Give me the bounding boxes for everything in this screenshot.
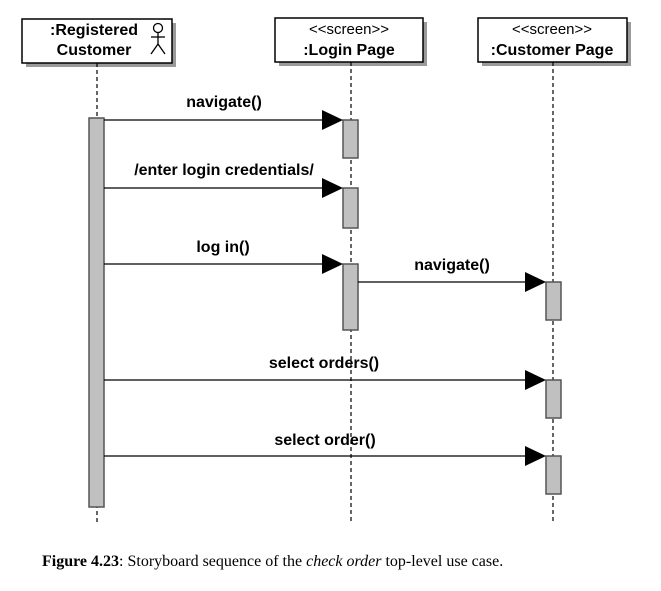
message-navigate-customer-page: navigate() bbox=[358, 257, 546, 292]
arrowhead-icon bbox=[525, 272, 546, 292]
message-navigate-login: navigate() bbox=[104, 94, 343, 130]
arrowhead-icon bbox=[322, 254, 343, 274]
message-label: select orders() bbox=[269, 355, 379, 372]
actor-icon bbox=[150, 22, 166, 55]
message-label: navigate() bbox=[186, 94, 262, 111]
login-page-stereotype: <<screen>> bbox=[309, 21, 389, 38]
participant-customer-line1: :Registered bbox=[50, 22, 138, 39]
customer-page-stereotype: <<screen>> bbox=[512, 21, 592, 38]
message-label: navigate() bbox=[414, 257, 490, 274]
arrowhead-icon bbox=[322, 110, 343, 130]
arrowhead-icon bbox=[525, 446, 546, 466]
figure-label: Figure 4.23 bbox=[42, 553, 120, 570]
caption-text-after: top-level use case. bbox=[381, 553, 504, 570]
message-select-order: select order() bbox=[104, 432, 546, 466]
arrowhead-icon bbox=[525, 370, 546, 390]
figure-caption: Figure 4.23: Storyboard sequence of the … bbox=[42, 553, 503, 571]
activation-customer bbox=[88, 117, 105, 508]
caption-text-before: : Storyboard sequence of the bbox=[119, 553, 307, 570]
message-select-orders: select orders() bbox=[104, 355, 546, 390]
login-page-name: :Login Page bbox=[303, 42, 395, 59]
activation-customer-page-3 bbox=[545, 455, 562, 495]
activation-customer-page-2 bbox=[545, 379, 562, 419]
participant-customer-page: <<screen>> :Customer Page bbox=[477, 17, 631, 66]
message-enter-login-credentials: /enter login credentials/ bbox=[104, 162, 343, 198]
participant-customer-line2: Customer bbox=[57, 42, 132, 59]
caption-emphasis: check order bbox=[306, 553, 382, 570]
arrowhead-icon bbox=[322, 178, 343, 198]
activation-login-2 bbox=[342, 187, 359, 229]
message-label: /enter login credentials/ bbox=[134, 162, 314, 179]
activation-login-1 bbox=[342, 119, 359, 159]
customer-page-name: :Customer Page bbox=[491, 42, 614, 59]
activation-login-3 bbox=[342, 263, 359, 331]
participant-registered-customer: :Registered Customer bbox=[21, 18, 176, 67]
activation-customer-page-1 bbox=[545, 281, 562, 321]
message-label: select order() bbox=[274, 432, 375, 449]
message-log-in: log in() bbox=[104, 239, 343, 274]
message-label: log in() bbox=[196, 239, 249, 256]
participant-login-page: <<screen>> :Login Page bbox=[274, 17, 427, 66]
